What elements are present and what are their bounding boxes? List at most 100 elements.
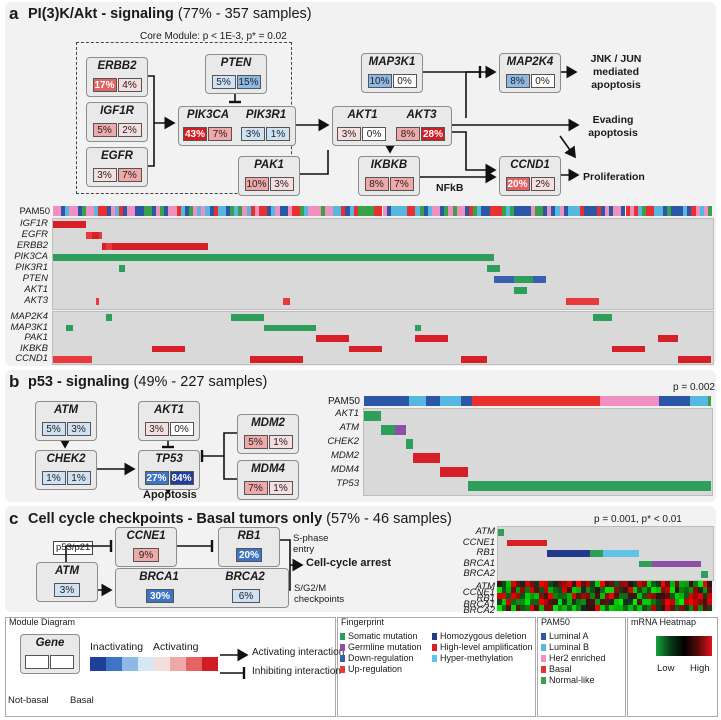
pam50-segment (559, 206, 564, 216)
heat-cell (679, 587, 685, 593)
gene-cell-akt1-1: 0% (362, 127, 386, 141)
pam50-segment (127, 206, 132, 216)
a-mark-pik3ca (210, 254, 494, 261)
pam50-segment (690, 396, 708, 406)
heat-cell (637, 599, 643, 605)
pam50-segment (609, 206, 614, 216)
heat-cell (506, 581, 512, 587)
gene-cell-pten-1: 15% (236, 75, 261, 89)
heat-cell (511, 581, 517, 587)
pam50-segment (452, 206, 457, 216)
pam50-segment (168, 206, 173, 216)
pam50-segment (131, 206, 136, 216)
heat-cell (571, 593, 577, 599)
pam50-segment (489, 206, 494, 216)
a2-mark-map3k1 (66, 324, 73, 331)
panel-c-title: Cell cycle checkpoints - Basal tumors on… (28, 511, 452, 527)
pam50-segment (641, 206, 647, 216)
heat-cell (599, 605, 605, 611)
gene-cell-akt1-0: 3% (337, 127, 361, 141)
pam50-segment (73, 206, 78, 216)
legend-inhibiting-interaction: Inhibiting interaction (252, 666, 341, 677)
heat-cell (567, 593, 573, 599)
pam50-segment (57, 206, 62, 216)
b-row-label-tp53: TP53 (336, 478, 359, 489)
pam50-segment (258, 206, 264, 216)
evading-outcome: Evading apoptosis (588, 114, 638, 139)
pam50-segment (514, 206, 519, 216)
pam50-segment (543, 206, 548, 216)
heat-cell (623, 593, 629, 599)
a2-mark-ccnd1 (460, 356, 488, 363)
heat-cell (548, 593, 554, 599)
heat-cell (660, 593, 666, 599)
nfkb-label: NFkB (436, 182, 464, 194)
a-mark-egfr (92, 232, 100, 239)
pam50-swatch (541, 666, 546, 673)
a-mark-akt3 (566, 298, 600, 305)
gene-cell-ikbkb-0: 8% (364, 177, 389, 191)
heat-cell (571, 599, 577, 605)
c-row-label-rb1: RB1 (476, 547, 495, 558)
heat-cell (525, 599, 531, 605)
pam50-segment (456, 206, 461, 216)
heat-cell (632, 605, 638, 611)
gene-name-akt1-b: AKT1 (153, 404, 185, 416)
heat-cell (562, 587, 568, 593)
legend-mrna-title: mRNA Heatmap (631, 617, 697, 627)
heat-cell (632, 593, 638, 599)
fp-legend-label: Up-regulation (348, 664, 403, 674)
gene-cell-pak1-0: 10% (244, 177, 269, 191)
pam50-segment (291, 206, 296, 216)
heat-cell (655, 593, 662, 599)
b-row-label-atm: ATM (339, 422, 359, 433)
heat-cell (534, 581, 540, 587)
heat-cell (637, 605, 643, 611)
pam50-segment (670, 206, 675, 216)
a-mark-akt1 (513, 287, 527, 294)
heat-cell (515, 599, 521, 605)
scale-swatch (138, 657, 154, 671)
pam50-segment (703, 206, 708, 216)
heat-cell (567, 599, 573, 605)
heat-cell (660, 587, 666, 593)
fingerprint-grid-a-top (52, 218, 714, 310)
a-row-label-pik3r1: PIK3R1 (15, 262, 48, 273)
heat-cell (697, 605, 704, 611)
c2-row-label-ccne1: CCNE1 (462, 587, 495, 598)
heat-cell (613, 605, 620, 611)
heat-cell (613, 593, 620, 599)
panel-c-letter: c (9, 509, 19, 528)
b-row-label-chek2: CHEK2 (327, 436, 359, 447)
heat-cell (567, 581, 573, 587)
gene-name-mdm4: MDM4 (251, 463, 285, 475)
gene-cell-chek2-0: 1% (41, 471, 66, 485)
gene-name-brca1: BRCA1 (139, 571, 179, 583)
c-row-label-brca2: BRCA2 (463, 568, 495, 579)
pam50-swatch (541, 644, 546, 651)
legend-mrna: mRNA Heatmap (627, 617, 718, 717)
panel-a-title: PI(3)K/Akt - signaling (77% - 357 sample… (28, 6, 312, 22)
pam50-segment (324, 206, 329, 216)
heat-cell (609, 581, 615, 587)
gene-name-akt3: AKT3 (406, 109, 437, 121)
a-mark-pten (533, 276, 547, 283)
heat-cell (501, 599, 507, 605)
gene-cell-map2k4-1: 0% (530, 74, 555, 88)
pam50-segment (539, 206, 544, 216)
heat-cell (604, 581, 610, 587)
pam50-legend-label: Luminal A (549, 631, 589, 641)
pam50-segment (118, 206, 123, 216)
gene-name-rb1: RB1 (237, 530, 261, 542)
fp-swatch (432, 655, 437, 662)
pam50-segment (349, 206, 354, 216)
pam50-segment (551, 206, 556, 216)
heat-cell (655, 587, 662, 593)
heat-cell (548, 587, 554, 593)
gene-cell-ccnd1-0: 20% (505, 177, 530, 191)
heat-cell (599, 587, 605, 593)
pam50-segment (275, 206, 280, 216)
pam50-segment (94, 206, 99, 216)
